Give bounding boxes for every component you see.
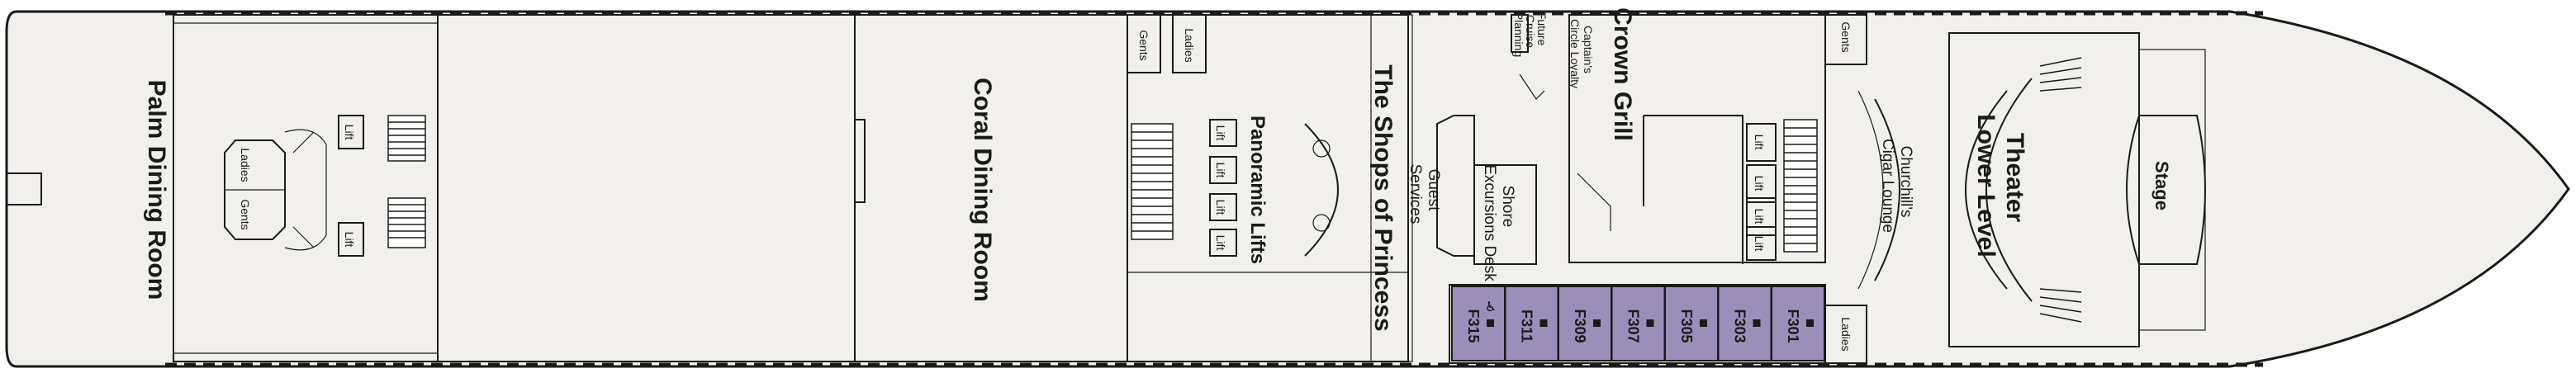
churchills-line1: Churchill's — [1897, 145, 1914, 217]
crown-lift-3-label: Lift — [1753, 209, 1766, 224]
future-line2: Cruise — [1524, 15, 1537, 49]
cabin-marker-icon — [1700, 319, 1707, 327]
ship-hull — [5, 10, 2570, 368]
forward-gents-label: Gents — [1839, 21, 1853, 52]
crown-lift-1 — [1746, 123, 1777, 162]
panoramic-lift-2 — [1209, 156, 1237, 184]
palm-dining-label: Palm Dining Room — [143, 80, 170, 300]
midship-gents-label: Gents — [1137, 30, 1150, 60]
captains-line2: Circle Loyalty — [1568, 19, 1582, 88]
cabin-group: F315♿ F311 F309 F307 F305 F303 F301 — [1451, 286, 1825, 361]
midship-ladies-label: Ladies — [1183, 28, 1196, 62]
palm-restroom-core — [224, 139, 286, 240]
panoramic-lift-3-label: Lift — [1214, 200, 1227, 215]
panoramic-lift-4 — [1209, 229, 1237, 257]
theater-label-line2: Lower Level — [1972, 114, 2000, 257]
cabin-number: F301 — [1785, 309, 1801, 343]
cabin-marker-icon — [1487, 319, 1494, 327]
cabin-f307[interactable] — [1611, 286, 1666, 361]
churchills-line2: Cigar Lounge — [1879, 139, 1896, 233]
guest-services-line1: Guest — [1425, 169, 1442, 211]
cabin-f305[interactable] — [1664, 286, 1719, 361]
palm-lift-1-label: Lift — [343, 125, 356, 140]
coral-dining-label: Coral Dining Room — [969, 78, 996, 302]
crown-grill-area — [1568, 14, 1826, 263]
theater-label-line1: Theater — [2001, 133, 2028, 223]
panoramic-lift-1 — [1209, 119, 1237, 147]
cabin-number: F303 — [1732, 309, 1748, 343]
panoramic-lift-3 — [1209, 193, 1237, 221]
cabin-f301[interactable] — [1771, 286, 1825, 361]
shops-area — [1370, 14, 1413, 362]
cabin-number: F309 — [1572, 309, 1588, 343]
panoramic-lift-2-label: Lift — [1214, 163, 1227, 178]
crown-stairs — [1783, 119, 1818, 253]
cabin-marker-icon — [1593, 319, 1601, 327]
wheelchair-icon: ♿ — [1485, 299, 1497, 314]
forward-ladies-label: Ladies — [1839, 317, 1853, 351]
shore-excursions-line2: Excursions Desk — [1481, 164, 1498, 281]
shore-excursions-line1: Shore — [1499, 186, 1516, 228]
palm-stairs — [387, 115, 426, 248]
palm-gents-label: Gents — [239, 199, 252, 229]
midship-ladies-room — [1172, 14, 1207, 73]
panoramic-lift-4-label: Lift — [1214, 235, 1227, 251]
guest-services-line2: Services — [1407, 164, 1424, 224]
future-line3: Planning — [1512, 12, 1525, 58]
cabin-number: F315 — [1465, 309, 1482, 343]
crown-grill-label: Crown Grill — [1609, 7, 1636, 141]
stage — [2126, 115, 2206, 265]
theater-seating-arc — [1965, 90, 2008, 290]
palm-lift-2-label: Lift — [343, 232, 356, 248]
cabin-marker-icon — [1753, 319, 1761, 327]
palm-lift-2 — [338, 222, 364, 257]
shops-label: The Shops of Princess — [1369, 64, 1397, 331]
cabin-marker-icon — [1806, 319, 1814, 327]
crown-lift-1-label: Lift — [1753, 135, 1766, 150]
stage-label: Stage — [2151, 161, 2172, 210]
cabin-number: F311 — [1519, 309, 1535, 343]
crown-lift-2-label: Lift — [1753, 176, 1766, 191]
crown-lift-4-label: Lift — [1753, 236, 1766, 252]
theater-area — [1948, 32, 2140, 347]
forward-gents-room — [1824, 14, 1867, 65]
cabin-marker-icon — [1646, 319, 1654, 327]
crown-lift-3 — [1746, 197, 1777, 236]
palm-lift-1 — [338, 115, 364, 149]
cabin-number: F305 — [1678, 309, 1695, 343]
crown-lift-2 — [1746, 164, 1777, 203]
crown-lift-4 — [1746, 226, 1777, 261]
panoramic-lift-1-label: Lift — [1214, 125, 1227, 141]
aft-notch — [7, 172, 42, 206]
midship-gents-room — [1127, 14, 1161, 73]
midship-stairs — [1131, 123, 1174, 240]
cabin-number: F307 — [1625, 309, 1642, 343]
captains-line1: Captain's — [1582, 26, 1595, 73]
cabin-marker-icon — [1539, 319, 1548, 327]
shore-excursions-desk — [1473, 164, 1537, 265]
cabin-f315[interactable] — [1451, 286, 1506, 361]
palm-ladies-label: Ladies — [239, 148, 252, 182]
midship-lobby — [1127, 14, 1409, 362]
cabin-f309[interactable] — [1558, 286, 1612, 361]
backstage — [2138, 49, 2206, 331]
panoramic-lifts-label: Panoramic Lifts — [1246, 116, 1269, 264]
future-line1: Future — [1535, 12, 1549, 46]
churchills-lounge-wall — [1874, 98, 1900, 281]
atrium-curve — [1304, 123, 1339, 257]
